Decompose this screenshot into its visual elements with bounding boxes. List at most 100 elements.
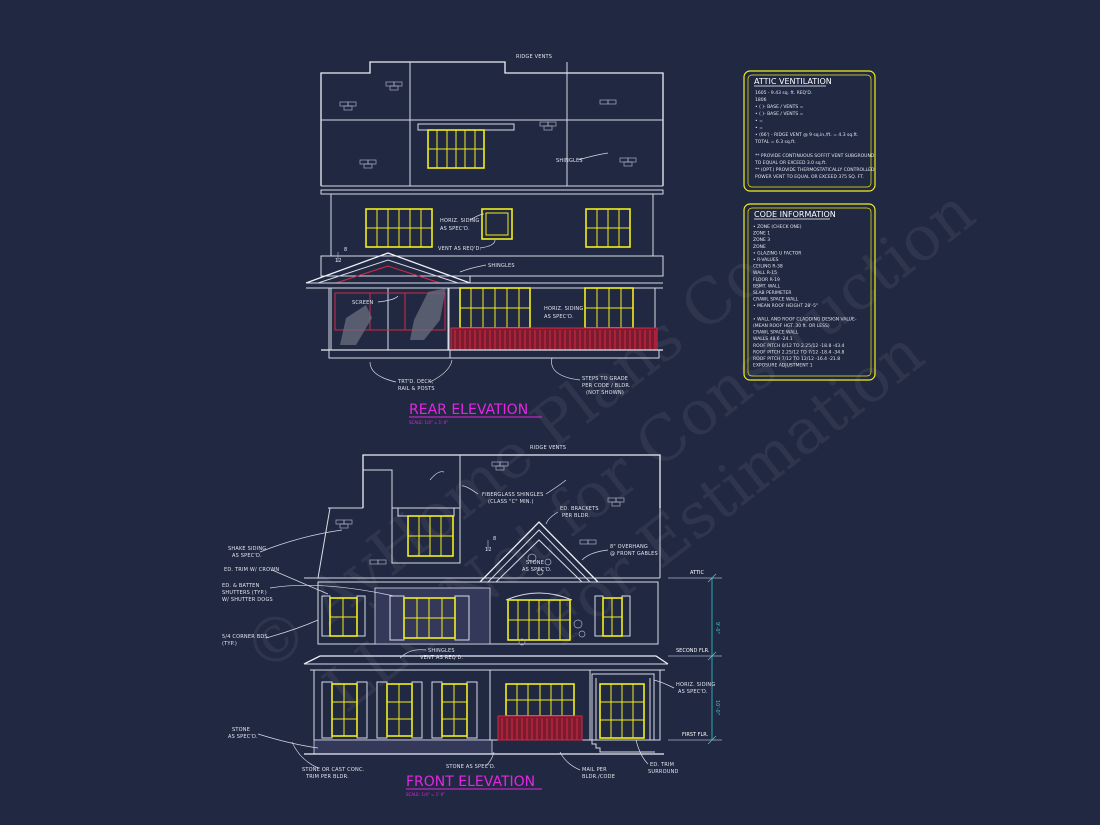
box-line: (MEAN ROOF HGT. 30 ft. OR LESS) [753, 323, 830, 329]
front-label-stone-2: STONE [232, 727, 250, 733]
level-markers: ATTIC SECOND FLR. FIRST FLR. 9'-0" 10'-0… [668, 570, 722, 745]
front-lower-windows [321, 681, 478, 739]
front-elevation: ATTIC SECOND FLR. FIRST FLR. 9'-0" 10'-0… [222, 445, 722, 797]
box-line: WALL R-15 [753, 270, 777, 276]
front-label-trim-surround: ED. TRIM [650, 762, 674, 768]
box-line: CRAWL SPACE WALL [753, 297, 799, 303]
watermark-line-1: © AyHome Plans Co. [229, 224, 793, 687]
box-line: EXPOSURE ADJUSTMENT 1 [753, 363, 813, 369]
box-line: ZONE 3 [753, 237, 770, 243]
box-line: ** PROVIDE CONTINUOUS SOFFIT VENT SUBGRO… [755, 153, 875, 159]
front-label-shake: SHAKE SIDING [228, 546, 266, 552]
box-line: 1806 [755, 97, 767, 103]
rear-deck-rail [450, 327, 658, 351]
svg-text:AS SPEC'D.: AS SPEC'D. [678, 689, 708, 695]
rear-elevation-title: REAR ELEVATION [409, 402, 528, 418]
front-elevation-scale: SCALE: 1/4" = 1'-0" [406, 792, 445, 797]
level-second-floor: SECOND FLR. [676, 648, 710, 654]
svg-text:BLDR./CODE: BLDR./CODE [582, 774, 615, 780]
box-line: WALLS 48.6 -24.1 [753, 336, 793, 342]
box-line: POWER VENT TO EQUAL OR EXCEED 375 SQ. FT… [755, 174, 864, 180]
svg-text:12: 12 [485, 547, 492, 553]
box-line: ZONE [753, 244, 766, 250]
rear-label-screen: SCREEN [352, 300, 373, 306]
front-porch-rail [497, 715, 583, 741]
rear-label-horiz-siding: HORIZ. SIDING [440, 218, 479, 224]
front-label-horiz-siding: HORIZ. SIDING [676, 682, 715, 688]
box-line: ROOF PITCH 0/12 TO 2.25/12 -18.8 -43.4 [753, 343, 845, 349]
rear-label-vent: VENT AS REQ'D. [438, 246, 482, 252]
svg-text:AS SPEC'D.: AS SPEC'D. [544, 314, 574, 320]
svg-text:SHUTTERS (TYP.): SHUTTERS (TYP.) [222, 590, 267, 596]
svg-text:RAIL & POSTS: RAIL & POSTS [398, 386, 435, 392]
svg-text:TRIM PER BLDR.: TRIM PER BLDR. [305, 774, 349, 780]
front-label-stone-1: STONE [526, 560, 544, 566]
svg-text:(NOT SHOWN): (NOT SHOWN) [586, 390, 624, 396]
front-label-ridge-vents: RIDGE VENTS [530, 445, 566, 451]
svg-text:SURROUND: SURROUND [648, 769, 679, 775]
svg-text:(TYP.): (TYP.) [222, 641, 237, 647]
front-upper-window-4 [594, 595, 631, 637]
box-line: FLOOR R-19 [753, 277, 780, 283]
svg-text:AS SPEC'D.: AS SPEC'D. [228, 734, 258, 740]
front-upper-window-1 [321, 595, 366, 637]
box-line: • WALL AND ROOF CLADDING DESIGN VALUE- [753, 316, 857, 322]
attic-ventilation-box: ATTIC VENTILATION 1605 - 9.43 sq. ft. RE… [743, 70, 876, 192]
dim-lower: 10'-0" [714, 700, 720, 715]
rear-label-ridge-vents: RIDGE VENTS [516, 54, 552, 60]
front-gable [479, 521, 599, 583]
rear-label-shingles-2: SHINGLES [488, 263, 515, 269]
front-label-fiberglass: FIBERGLASS SHINGLES [482, 492, 544, 498]
box-line: • R-VALUES [753, 257, 779, 263]
code-box-lines: • ZONE (CHECK ONE) ZONE 1 ZONE 3 ZONE• G… [753, 224, 857, 369]
box-line: • (66') - RIDGE VENT @ 9 sq.in./ft. = 4.… [755, 132, 858, 138]
rear-label-shingles: SHINGLES [556, 158, 583, 164]
rear-vent-window [481, 208, 513, 240]
front-label-stone-3: STONE AS SPEC'D. [446, 764, 496, 770]
box-line: CRAWL SPACE WALL [753, 330, 799, 336]
box-line: • ZONE (CHECK ONE) [753, 224, 802, 230]
box-line: SLAB PERIMETER [753, 290, 792, 296]
svg-text:AS SPEC'D.: AS SPEC'D. [522, 567, 552, 573]
box-line: ROOF PITCH 7/12 TO 12/12 -16.4 -21.8 [753, 356, 840, 362]
svg-text:W/ SHUTTER DOGS: W/ SHUTTER DOGS [222, 597, 273, 603]
dim-upper: 9'-0" [714, 622, 720, 634]
box-line: • ( )- BASE / VENTS = [755, 104, 804, 110]
rear-main-roof [320, 61, 664, 186]
code-information-box: CODE INFORMATION • ZONE (CHECK ONE) ZONE… [743, 203, 876, 381]
front-label-mail: MAIL PER [582, 767, 607, 773]
box-line: TOTAL = 6.3 sq.ft. [754, 139, 796, 145]
svg-text:PER BLDR.: PER BLDR. [562, 513, 590, 519]
front-label-vent: VENT AS REQ'D. [420, 655, 464, 661]
front-upper-bay-window [505, 592, 573, 641]
box-line: • = [755, 119, 763, 124]
box-line: TO EQUAL OR EXCEED 3.0 sq.ft. [754, 160, 827, 166]
rear-label-deck: TRT'D. DECK, [397, 379, 434, 385]
box-line: ROOF PITCH 2.25/12 TO 7/12 -18.4 -34.8 [753, 349, 845, 355]
front-label-cast-conc: STONE OR CAST CONC. [302, 767, 365, 773]
front-main-roof [362, 454, 661, 508]
rear-elevation-scale: SCALE: 1/4" = 1'-0" [409, 420, 448, 425]
rear-label-steps: STEPS TO GRADE [582, 376, 628, 382]
svg-text:(CLASS "C" MIN.): (CLASS "C" MIN.) [488, 499, 534, 505]
front-label-corner-bds: 5/4 CORNER BDS. [222, 634, 270, 640]
box-line: • = [755, 126, 763, 131]
svg-text:8: 8 [344, 247, 347, 253]
front-label-brackets: ED. BRACKETS [560, 506, 599, 512]
code-box-title: CODE INFORMATION [754, 210, 836, 219]
svg-text:12: 12 [335, 258, 342, 264]
level-first-floor: FIRST FLR. [682, 732, 709, 738]
box-line: CEILING R-38 [753, 264, 783, 270]
front-label-shutters: ED. & BATTEN [222, 583, 260, 589]
front-label-overhang: 8" OVERHANG [610, 544, 648, 550]
box-line: • MEAN ROOF HEIGHT 28'-5" [753, 303, 818, 309]
front-upper-window-2 [389, 595, 470, 641]
box-line: • ( )- BASE / VENTS = [755, 111, 804, 117]
box-line: 1605 - 9.43 sq. ft. REQ'D. [755, 90, 812, 96]
attic-box-lines: 1605 - 9.43 sq. ft. REQ'D.1806• ( )- BAS… [754, 90, 875, 180]
rear-elevation: 8 12 RIDGE VENTS SHINGLES HORIZ. SIDING … [305, 54, 664, 425]
svg-text:@ FRONT GABLES: @ FRONT GABLES [610, 551, 658, 557]
svg-text:AS SPEC'D.: AS SPEC'D. [232, 553, 262, 559]
svg-text:8: 8 [493, 536, 496, 542]
